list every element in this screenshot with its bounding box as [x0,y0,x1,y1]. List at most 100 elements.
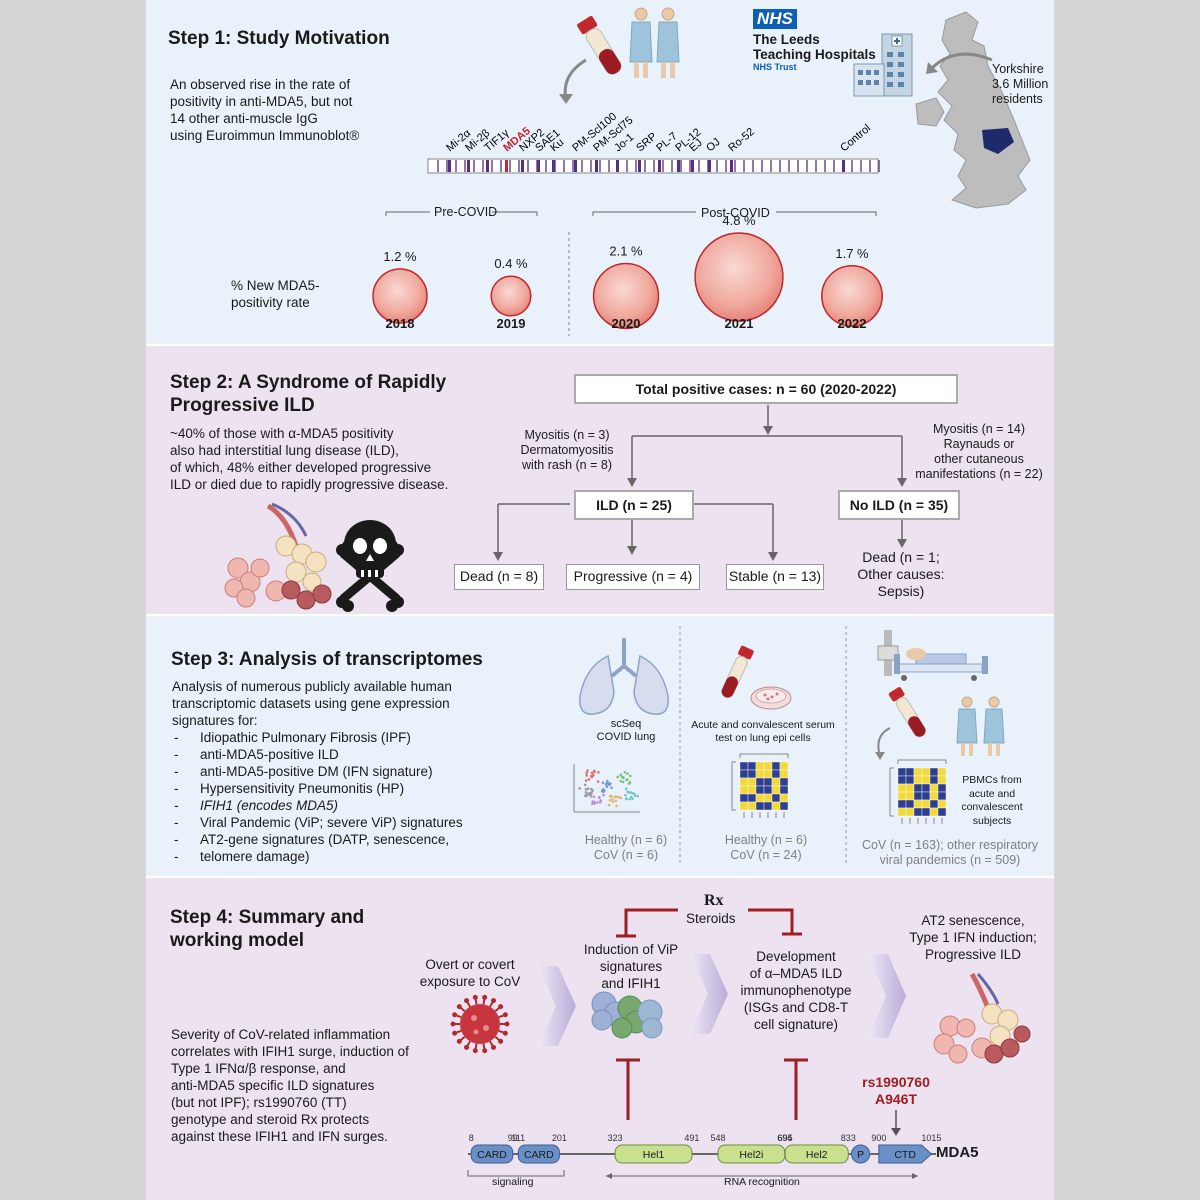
umap-dot [599,799,603,802]
virus-spike-head [502,1030,508,1036]
rate-bubble [372,268,428,324]
left-margin [0,0,146,1200]
umap-dot [578,787,582,790]
domain-card [517,1144,560,1164]
heatmap-cell [897,775,907,785]
col2-count-2: CoV (n = 24) [730,848,802,862]
development-2: of α–MDA5 ILD [749,966,843,981]
blot-band [448,160,451,172]
umap-dot [608,798,612,802]
petri-dish-icon [750,686,792,710]
blot-band [467,160,470,172]
umap-dot [591,789,594,792]
rate-bubble [490,275,532,317]
heatmap-cell [929,767,939,777]
right-note-2: Raynauds or [943,437,1015,451]
col3-label-4: subjects [972,814,1012,827]
heatmap-cell [937,807,947,817]
hospital-bed-icon [877,630,988,681]
progressive-box: Progressive (n = 4) [566,564,700,590]
blot-band [537,160,540,172]
residue-position: 8 [469,1133,474,1143]
heatmap-cell [929,783,939,793]
umap-dot [614,799,617,803]
umap-dot [602,793,605,797]
umap-dot [585,774,588,777]
mda5-protein-label: MDA5 [936,1144,979,1161]
umap-dot [626,790,629,793]
nhs-line3: NHS Trust [753,62,797,72]
left-note-3: with rash (n = 8) [522,458,612,472]
heatmap-cell [897,767,907,777]
right-note-3: other cutaneous [934,452,1024,466]
col3-count-1: CoV (n = 163); other respiratory [861,838,1039,852]
domain-card [470,1144,514,1164]
list-item: Idiopathic Pulmonary Fibrosis (IPF) [172,729,463,746]
step1-text-2: positivity in anti-MDA5, but not [170,94,353,109]
development-1: Development [756,949,836,964]
rna-recognition-label: RNA recognition [724,1176,800,1188]
umap-dot [621,780,625,784]
virus-spike-head [482,1048,488,1054]
outcome-1: AT2 senescence, [921,913,1025,928]
list-item: AT2-gene signatures (DATP, senescence, [172,831,463,848]
domain-hel1 [614,1144,693,1164]
umap-dot [618,796,622,799]
dead-box: Dead (n = 8) [454,564,544,590]
virus-spike-head [482,994,488,1000]
list-item: telomere damage) [172,848,463,865]
blot-band [708,160,711,172]
domain-ctd [878,1144,933,1164]
umap-dot [592,795,596,799]
domain-p [850,1144,871,1164]
rate-value-label: 0.4 % [494,256,528,271]
rate-year-label: 2020 [612,316,641,331]
patients-icon [629,7,680,78]
virus-spike-head [464,1044,469,1050]
umap-dot [615,804,618,808]
heatmap-cell [897,799,907,809]
residue-position: 323 [608,1133,623,1143]
umap-dot [625,797,628,801]
summary-6: genotype and steroid Rx protects [171,1112,370,1127]
virus-spike-head [502,1012,508,1018]
step4-title-2: working model [170,930,305,951]
heatmap-cell [937,767,947,777]
stable-box: Stable (n = 13) [726,564,824,590]
patients-icon [956,696,1005,756]
umap-dot [598,801,602,804]
rate-year-label: 2021 [725,316,754,331]
virus-spike-head [472,994,478,1000]
development-4: (ISGs and CD8-T [743,1000,849,1015]
virus-spike-head [452,1012,458,1018]
coronavirus-icon [450,994,510,1054]
blot-band [595,160,598,172]
blood-tube-icon [559,15,622,104]
summary-5: (but not IPF); rs1990760 (TT) [171,1095,347,1110]
umap-dot [586,787,590,790]
umap-dot [631,797,634,801]
list-item: IFIH1 (encodes MDA5) [172,797,463,814]
heatmap-cell [929,775,939,785]
mda5-protein-icon [591,991,663,1039]
col3-label-2: acute and [968,787,1016,800]
virus-spike-head [452,1030,458,1036]
heatmap-cell [921,807,931,817]
rate-value-label: 1.7 % [835,246,869,261]
umap-dot [590,771,594,775]
right-note-4: manifestations (n = 22) [915,467,1043,481]
umap-dot [590,802,594,806]
heatmap-cell [897,791,907,801]
umap-dot [611,800,615,804]
heatmap-cell [937,775,947,785]
heatmap-icon [889,759,947,824]
umap-dot [608,783,611,787]
no-ild-outcome-1: Dead (n = 1; [862,549,940,565]
period-brackets [385,211,877,336]
rate-year-label: 2022 [838,316,867,331]
chevron-right-icon [538,954,906,1046]
heatmap-dendrogram [897,759,947,764]
virus-spike-head [498,1004,504,1010]
